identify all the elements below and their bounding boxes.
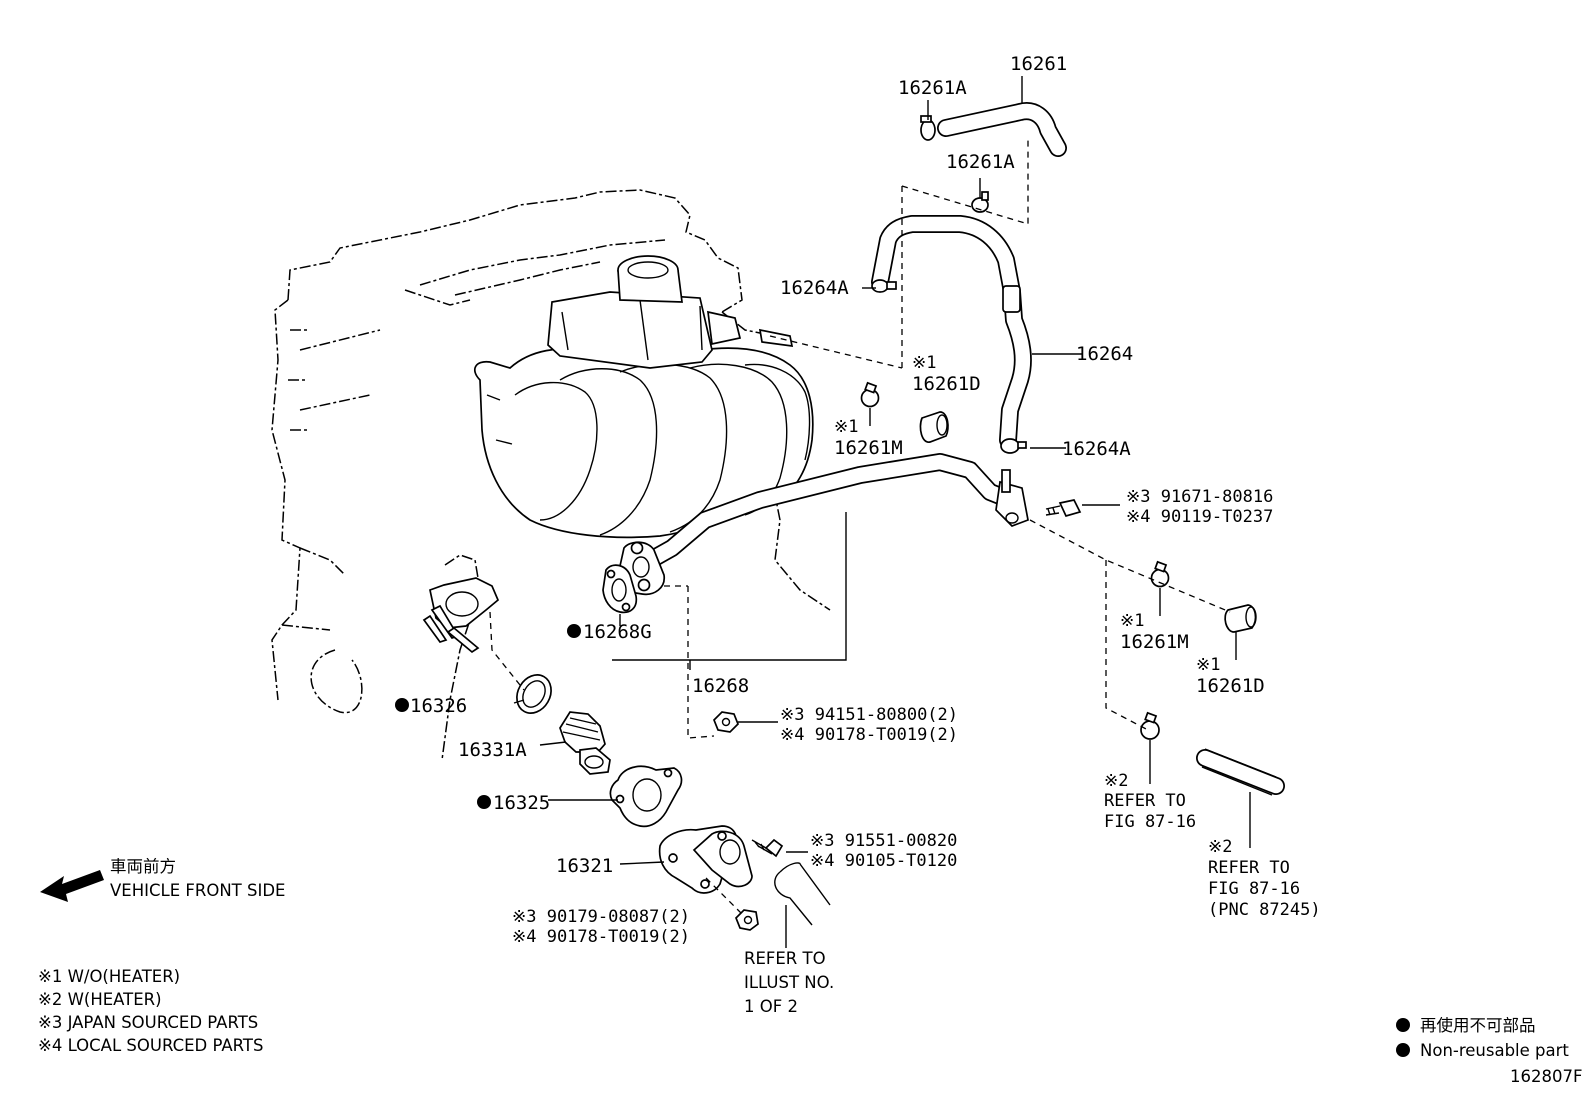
legend-dot-jp [1396,1018,1410,1032]
label-16325: 16325 [493,792,550,814]
figure-id: 162807F [1510,1067,1582,1086]
hose-16261 [937,102,1067,157]
gasket-16325 [609,765,683,828]
label-16331a: 16331A [458,739,527,761]
fastener-labels: ※3 91671-80816 ※4 90119-T0237 ※3 94151-8… [512,487,1273,947]
nut-low [735,909,759,931]
label-16264: 16264 [1076,343,1133,365]
direction-en: VEHICLE FRONT SIDE [110,881,285,900]
nut-mid-jp: ※3 94151-80800(2) [780,705,958,725]
direction-jp: 車両前方 [110,857,176,876]
water-inlet-16321 [658,825,753,894]
label-16261m-right-mark: ※1 [1120,611,1144,631]
label-16261d-right: 16261D [1196,675,1265,697]
label-16326: 16326 [410,695,467,717]
bolt-low-local: ※4 90105-T0120 [810,851,957,871]
clamp-16264a-top [871,279,897,293]
footnotes: ※1 W/O(HEATER) ※2 W(HEATER) ※3 JAPAN SOU… [38,967,263,1055]
gasket-16326 [516,674,552,714]
ref-b-mark: ※2 [1208,837,1232,857]
label-16261a-mid: 16261A [946,151,1015,173]
label-16261m-left-mark: ※1 [834,417,858,437]
bolt-top-jp: ※3 91671-80816 [1126,487,1273,507]
legend: 再使用不可部品 Non-reusable part [1396,1016,1569,1060]
ref-b-line3: (PNC 87245) [1208,900,1321,920]
ref-b-line2: FIG 87-16 [1208,879,1300,899]
clamp-16261m-left [860,381,880,408]
hose-16264 [871,215,1032,449]
ref-a-line1: REFER TO [1104,791,1186,811]
nut-low-jp: ※3 90179-08087(2) [512,907,690,927]
bolt-top-local: ※4 90119-T0237 [1126,507,1273,527]
nut-low-local: ※4 90178-T0019(2) [512,927,690,947]
clamp-heater [1140,711,1160,740]
part-labels: 16261 16261A 16261A 16264A 16264 16264A … [395,53,1265,877]
nut-mid-local: ※4 90178-T0019(2) [780,725,958,745]
leader-lines [513,76,1251,948]
label-16264a-bottom: 16264A [1062,438,1131,460]
label-16261: 16261 [1010,53,1067,75]
ref-a-line2: FIG 87-16 [1104,812,1196,832]
radiator-hose [774,862,831,926]
legend-jp: 再使用不可部品 [1420,1016,1536,1035]
bolt-low-jp: ※3 91551-00820 [810,831,957,851]
phantom-lines [489,140,1231,915]
gasket-16268g [602,564,638,614]
legend-en: Non-reusable part [1420,1041,1569,1060]
bolt-top [1045,499,1082,518]
label-16264a-top: 16264A [780,277,849,299]
note-3: ※3 JAPAN SOURCED PARTS [38,1013,258,1032]
heater-hose [1196,748,1285,796]
nonreusable-dot-16268g [567,624,581,638]
ref-c-line2: ILLUST NO. [744,973,834,992]
front-arrow-icon [40,870,104,902]
water-inlet-flange [422,577,500,654]
clamp-16264a-bottom [1000,438,1027,454]
label-16261m-right: 16261M [1120,631,1189,653]
nonreusable-dot-16325 [477,795,491,809]
reference-labels: ※2 REFER TO FIG 87-16 ※2 REFER TO FIG 87… [744,771,1321,1016]
label-16268: 16268 [692,675,749,697]
plug-16261d-right [1224,604,1257,633]
clamp-16261a-top [920,115,936,141]
label-16321: 16321 [556,855,613,877]
clamp-16261m-right [1150,560,1170,588]
ref-c-line3: 1 OF 2 [744,997,798,1016]
note-2: ※2 W(HEATER) [38,990,162,1009]
label-16261m-left: 16261M [834,437,903,459]
label-16261d-left: 16261D [912,373,981,395]
plug-16261d-left [919,411,949,443]
nonreusable-dot-16326 [395,698,409,712]
legend-dot-en [1396,1043,1410,1057]
note-1: ※1 W/O(HEATER) [38,967,180,986]
label-16268g: 16268G [583,621,652,643]
note-4: ※4 LOCAL SOURCED PARTS [38,1036,263,1055]
label-16261d-right-mark: ※1 [1196,655,1220,675]
bolt-low [751,838,784,858]
ref-b-line1: REFER TO [1208,858,1290,878]
ref-a-mark: ※2 [1104,771,1128,791]
thermostat-16331a [559,711,611,775]
throttle-body [547,255,794,369]
ref-c-line1: REFER TO [744,949,826,968]
label-16261d-left-mark: ※1 [912,353,936,373]
vehicle-front-direction: 車両前方 VEHICLE FRONT SIDE [40,857,285,902]
nut-mid [713,711,739,733]
label-16261a-top: 16261A [898,77,967,99]
